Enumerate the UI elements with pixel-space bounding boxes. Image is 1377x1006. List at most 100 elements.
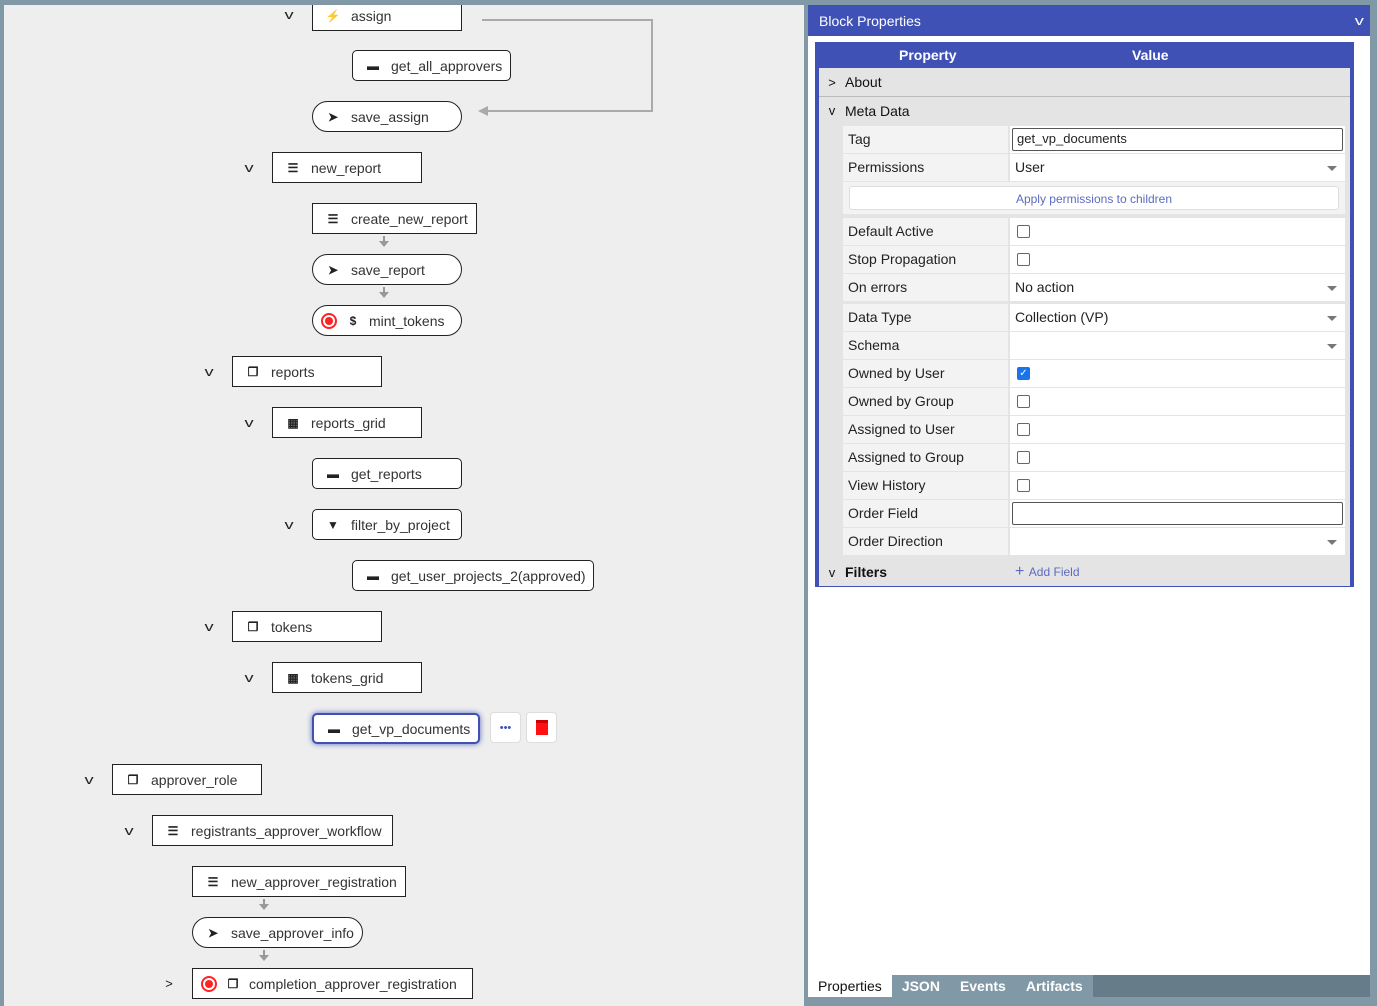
request-icon: ☰	[327, 211, 339, 226]
prop-label: Data Type	[843, 304, 1008, 331]
node-label: get_user_projects_2(approved)	[391, 567, 586, 584]
view-history-checkbox[interactable]	[1017, 479, 1030, 492]
chevron-down-icon[interactable]: v	[244, 415, 254, 430]
flow-arrow	[379, 236, 389, 247]
prop-label: Schema	[843, 332, 1008, 359]
folder-icon: ▬	[328, 721, 340, 736]
chevron-down-icon[interactable]: v	[84, 772, 94, 787]
apply-permissions-button[interactable]: Apply permissions to children	[849, 186, 1339, 210]
node-label: get_reports	[351, 465, 422, 482]
form-icon: ☰	[167, 823, 179, 838]
tree-node-new-approver-registration[interactable]: ☰ new_approver_registration	[192, 866, 406, 897]
chevron-down-icon[interactable]: v	[284, 7, 294, 22]
node-label: save_approver_info	[231, 924, 354, 941]
prop-label: On errors	[843, 274, 1008, 301]
tree-node-get-all-approvers[interactable]: ▬ get_all_approvers	[352, 50, 511, 81]
folder-icon: ▬	[367, 58, 379, 73]
grid-icon: ▦	[287, 415, 299, 430]
chevron-right-icon[interactable]: >	[165, 976, 173, 991]
tree-node-mint-tokens[interactable]: $mint_tokens	[312, 305, 462, 336]
tree-node-approver-role[interactable]: ❐approver_role	[112, 764, 262, 795]
tree-node-completion-approver-registration[interactable]: ❐completion_approver_registration	[192, 968, 473, 999]
prop-label: Order Direction	[843, 528, 1008, 555]
node-label: create_new_report	[351, 210, 468, 227]
final-target-icon	[321, 312, 337, 329]
order-field-input[interactable]	[1012, 502, 1343, 525]
node-label: approver_role	[151, 771, 238, 788]
tree-node-assign[interactable]: ⚡assign	[312, 5, 462, 31]
tag-input[interactable]: get_vp_documents	[1012, 128, 1343, 151]
owned-by-group-checkbox[interactable]	[1017, 395, 1030, 408]
tree-node-reports[interactable]: ❐reports	[232, 356, 382, 387]
chevron-down-icon[interactable]: v	[204, 364, 214, 379]
delete-button[interactable]	[526, 712, 557, 743]
prop-label: Default Active	[843, 218, 1008, 245]
workflow-tree-canvas[interactable]: v ⚡assign ▬ get_all_approvers ➤save_assig…	[4, 5, 804, 1006]
flow-arrow	[259, 950, 269, 961]
order-direction-select[interactable]	[1010, 528, 1345, 555]
prop-label: Assigned to Group	[843, 444, 1008, 471]
prop-label: Stop Propagation	[843, 246, 1008, 273]
tree-node-reports-grid[interactable]: ▦reports_grid	[272, 407, 422, 438]
add-field-button[interactable]: + Add Field	[1015, 563, 1080, 581]
tab-properties[interactable]: Properties	[808, 975, 892, 997]
bolt-icon: ⚡	[325, 8, 341, 23]
tree-node-get-reports[interactable]: ▬ get_reports	[312, 458, 462, 489]
tab-events[interactable]: Events	[949, 975, 1016, 997]
chevron-down-icon[interactable]: v	[244, 670, 254, 685]
folder-icon: ▬	[327, 466, 339, 481]
section-label: About	[845, 74, 882, 90]
chevron-down-icon[interactable]: v	[284, 517, 294, 532]
schema-select[interactable]	[1010, 332, 1345, 359]
tab-artifacts[interactable]: Artifacts	[1015, 975, 1093, 997]
chevron-down-icon[interactable]: v	[244, 160, 254, 175]
tree-node-filter-by-project[interactable]: ▼filter_by_project	[312, 509, 462, 540]
stop-propagation-checkbox[interactable]	[1017, 253, 1030, 266]
chevron-down-icon[interactable]: v	[1354, 13, 1364, 28]
node-label: new_approver_registration	[231, 873, 397, 890]
tree-node-get-vp-documents[interactable]: ▬ get_vp_documents	[312, 713, 480, 744]
tree-node-tokens[interactable]: ❐tokens	[232, 611, 382, 642]
node-label: get_vp_documents	[352, 720, 471, 737]
tree-node-save-approver-info[interactable]: ➤save_approver_info	[192, 917, 363, 948]
chevron-down-icon: v	[828, 103, 836, 118]
tree-node-tokens-grid[interactable]: ▦tokens_grid	[272, 662, 422, 693]
folder-icon: ▬	[367, 568, 379, 583]
section-about[interactable]: >About	[819, 68, 1350, 96]
owned-by-user-checkbox[interactable]: ✓	[1017, 367, 1030, 380]
connector-line	[478, 19, 653, 116]
default-active-checkbox[interactable]	[1017, 225, 1030, 238]
tree-node-new-report[interactable]: ☰new_report	[272, 152, 422, 183]
tree-node-get-user-projects[interactable]: ▬ get_user_projects_2(approved)	[352, 560, 594, 591]
flow-arrow	[379, 287, 389, 298]
request-icon: ☰	[207, 874, 219, 889]
container-icon: ❐	[227, 976, 239, 991]
trash-icon	[535, 720, 548, 735]
chevron-down-icon[interactable]: v	[124, 823, 134, 838]
plus-icon: +	[1015, 563, 1029, 580]
tab-json[interactable]: JSON	[891, 975, 950, 997]
assigned-to-group-checkbox[interactable]	[1017, 451, 1030, 464]
permissions-select[interactable]: User	[1010, 154, 1345, 181]
row-apply: Apply permissions to children	[843, 182, 1345, 214]
final-target-icon	[201, 975, 217, 992]
node-label: get_all_approvers	[391, 57, 503, 74]
tree-node-save-report[interactable]: ➤save_report	[312, 254, 462, 285]
assigned-to-user-checkbox[interactable]	[1017, 423, 1030, 436]
more-options-button[interactable]: •••	[490, 712, 521, 743]
node-label: tokens	[271, 618, 313, 635]
data-type-select[interactable]: Collection (VP)	[1010, 304, 1345, 331]
tree-node-save-assign[interactable]: ➤save_assign	[312, 101, 462, 132]
on-errors-select[interactable]: No action	[1010, 274, 1345, 301]
chevron-down-icon[interactable]: v	[204, 619, 214, 634]
chevron-down-icon: v	[828, 564, 836, 580]
tree-node-registrants-approver-workflow[interactable]: ☰registrants_approver_workflow	[152, 815, 393, 846]
tree-node-create-new-report[interactable]: ☰ create_new_report	[312, 203, 477, 234]
node-label: tokens_grid	[311, 669, 384, 686]
dollar-icon: $	[349, 313, 357, 328]
